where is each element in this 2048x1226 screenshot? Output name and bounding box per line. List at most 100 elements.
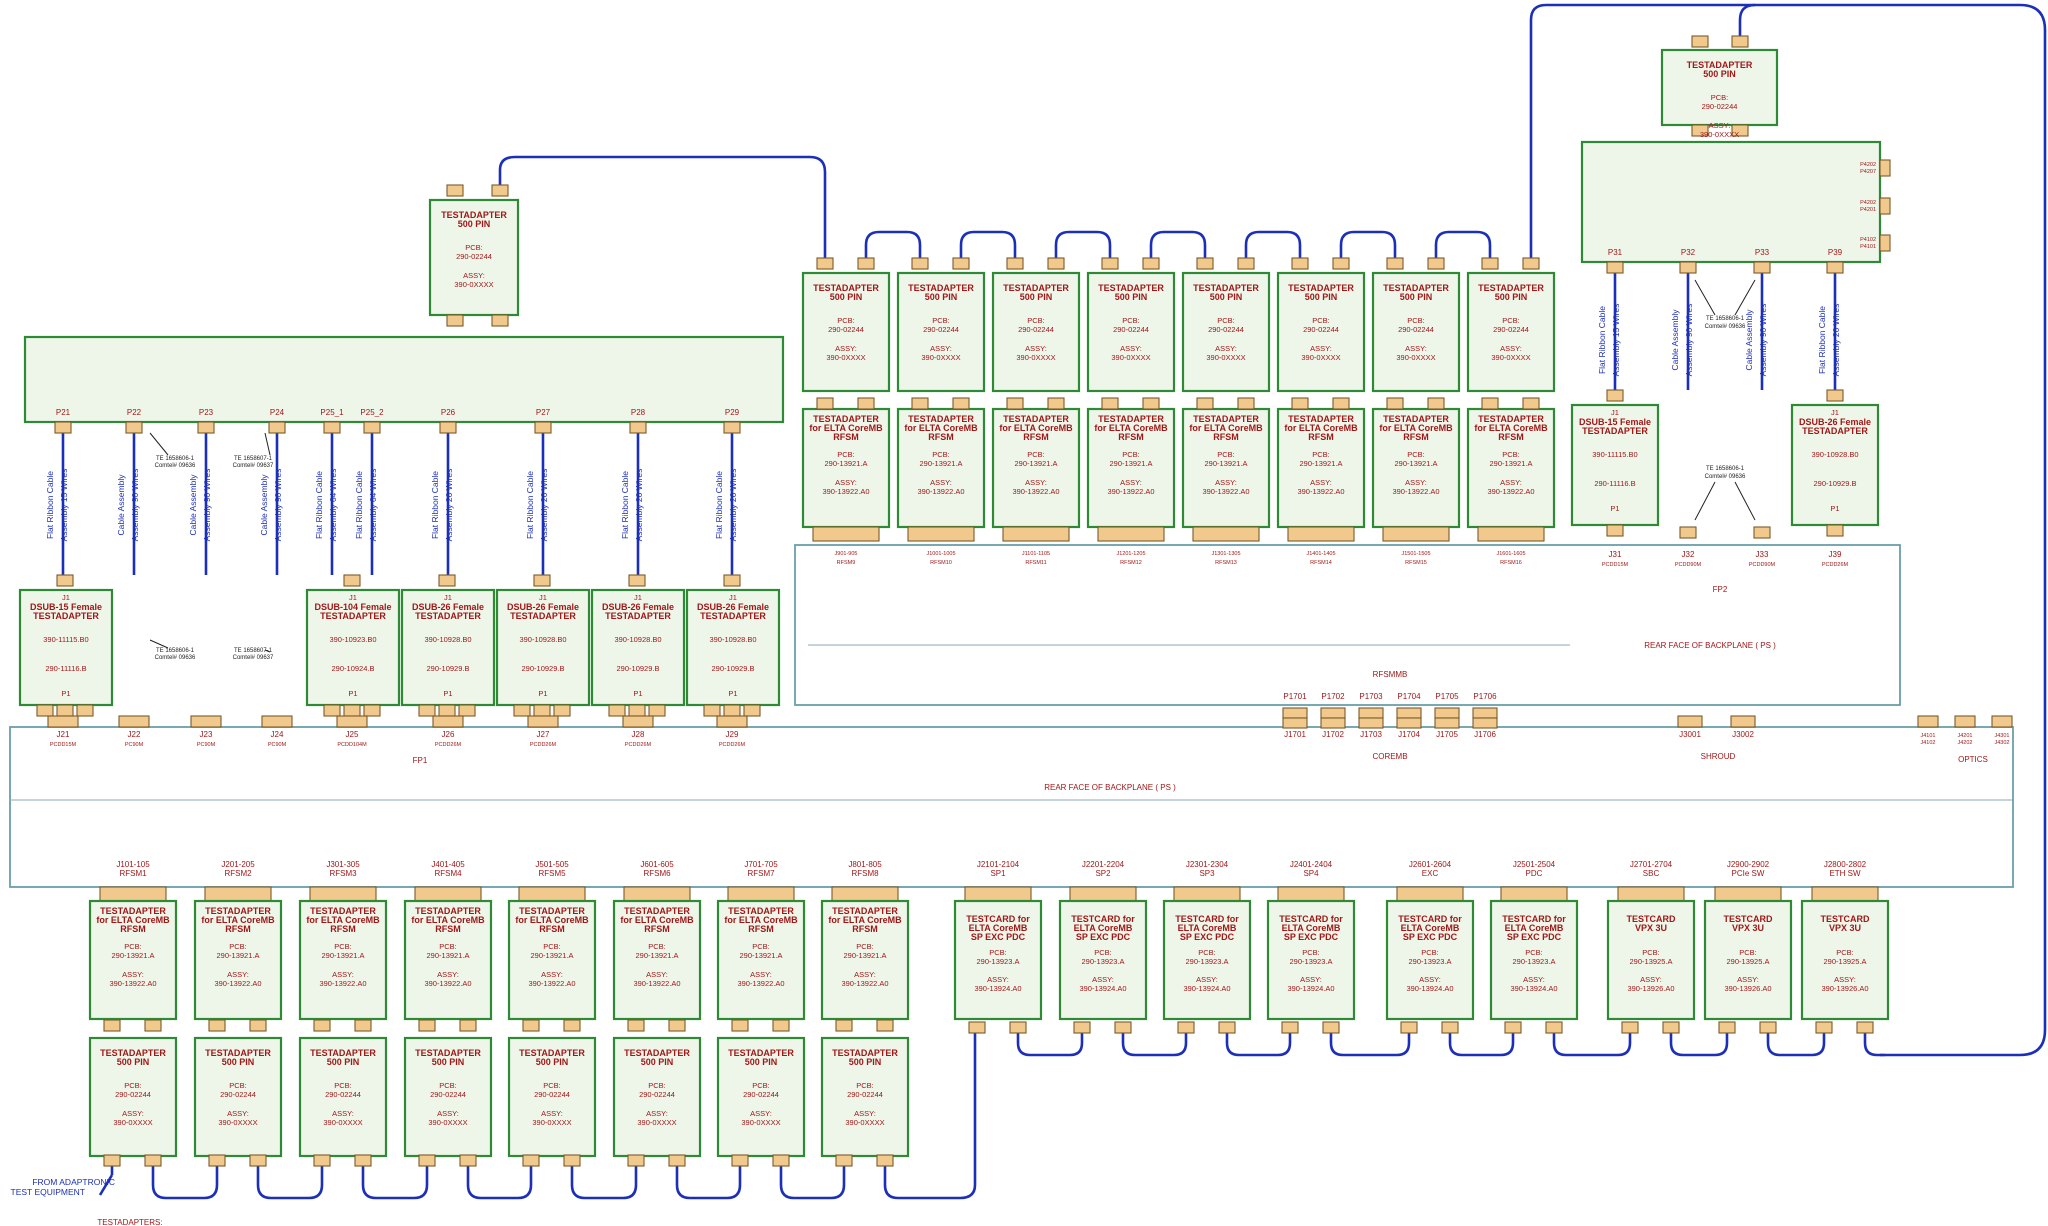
label: 290-02244 bbox=[923, 325, 959, 334]
cable-fp1-to-upper bbox=[498, 155, 827, 258]
label: 500 PIN bbox=[1400, 292, 1433, 302]
shroud-port-label: J3001 bbox=[1679, 730, 1701, 739]
label: RFSM bbox=[225, 924, 251, 934]
label: ASSY: bbox=[1709, 121, 1731, 130]
connector bbox=[968, 1021, 986, 1034]
label: DSUB-26 Female bbox=[697, 602, 769, 612]
label: PCB: bbox=[1122, 316, 1140, 325]
connector bbox=[513, 704, 531, 717]
coremb-port-label: J1701 bbox=[1284, 730, 1306, 739]
connector bbox=[772, 1019, 790, 1032]
connector bbox=[1481, 397, 1499, 410]
connector bbox=[1441, 1021, 1459, 1034]
label: TESTADAPTER bbox=[605, 611, 671, 621]
label: ASSY: bbox=[987, 975, 1009, 984]
testcard-label: J2201-2204 bbox=[1082, 860, 1125, 869]
fp1-cable-label: Flat Ribbon Cable bbox=[45, 471, 55, 539]
connector bbox=[313, 1019, 331, 1032]
testcard-top-connector bbox=[1396, 886, 1464, 902]
rear-face-label-lower: REAR FACE OF BACKPLANE ( PS ) bbox=[1044, 783, 1176, 792]
connector bbox=[313, 1154, 331, 1167]
lower-adapter-500pin bbox=[820, 1036, 910, 1158]
label: 390-10928.B0 bbox=[424, 635, 471, 644]
label: for ELTA CoreMB bbox=[1284, 423, 1358, 433]
upper-rfsm-bottom-connector bbox=[1002, 526, 1070, 542]
label: P1 bbox=[538, 689, 547, 698]
label: 390-11115.B0 bbox=[43, 635, 88, 644]
label: 390-13926.A0 bbox=[1724, 984, 1771, 993]
label: RFSM bbox=[1023, 432, 1049, 442]
connector bbox=[491, 314, 509, 327]
label: J1 bbox=[634, 593, 642, 602]
label: TESTADAPTER bbox=[1288, 414, 1354, 424]
label: 390-13924.A0 bbox=[1079, 984, 1126, 993]
testadapters-label: TESTADAPTERS: bbox=[97, 1218, 162, 1226]
connector bbox=[731, 1154, 749, 1167]
label: ASSY: bbox=[1500, 344, 1522, 353]
fp1-cable-label: Flat Ribbon Cable bbox=[314, 471, 324, 539]
testcard-top-connector bbox=[1617, 886, 1685, 902]
label: 390-0XXXX bbox=[1396, 353, 1435, 362]
label: 500 PIN bbox=[641, 1057, 674, 1067]
lower-rfsm-label: J601-605 bbox=[640, 860, 674, 869]
fp1-top-port bbox=[534, 421, 552, 434]
connector bbox=[103, 1154, 121, 1167]
testcard-box bbox=[1266, 899, 1356, 1021]
fp2-side-port-label: P4102 bbox=[1860, 237, 1876, 243]
label: TESTADAPTER bbox=[519, 906, 585, 916]
label: 290-10924.B bbox=[332, 664, 375, 673]
connector bbox=[1386, 257, 1404, 270]
fp2-bottom-port-label: J33 bbox=[1756, 550, 1769, 559]
connector bbox=[103, 1019, 121, 1032]
connector bbox=[1691, 35, 1709, 48]
label: ELTA CoreMB bbox=[1282, 923, 1341, 933]
label: 290-13921.A bbox=[322, 951, 365, 960]
label: J1 bbox=[62, 593, 70, 602]
label: 290-13921.A bbox=[531, 951, 574, 960]
lower-rfsm-label: RFSM8 bbox=[851, 869, 879, 878]
label: TESTCARD bbox=[1724, 914, 1773, 924]
label: PCB: bbox=[1217, 450, 1235, 459]
label: ASSY: bbox=[1300, 975, 1322, 984]
upper-rfsm-bottom-connector bbox=[1382, 526, 1450, 542]
label: 390-0XXXX bbox=[1016, 353, 1055, 362]
fp1-cable-label: Assembly 90 Wires bbox=[202, 469, 212, 542]
fp1-top-port bbox=[723, 421, 741, 434]
fp2-bottom-port-sub: PCDD90M bbox=[1749, 562, 1776, 568]
fp1-cable-label: Assembly 64 Wires bbox=[368, 469, 378, 542]
label: DSUB-26 Female bbox=[602, 602, 674, 612]
fp1-top-port-label: P27 bbox=[536, 408, 551, 417]
label: RFSM bbox=[1213, 432, 1239, 442]
testcard-label: EXC bbox=[1422, 869, 1439, 878]
connector bbox=[911, 257, 929, 270]
label: ELTA CoreMB bbox=[1074, 923, 1133, 933]
label: TESTADAPTER bbox=[1098, 414, 1164, 424]
label: ASSY: bbox=[463, 271, 485, 280]
lower-rfsm-label: J801-805 bbox=[848, 860, 882, 869]
upper-rfsm-box bbox=[801, 407, 891, 529]
label: ASSY: bbox=[750, 970, 772, 979]
label: RFSM bbox=[852, 924, 878, 934]
label: for ELTA CoreMB bbox=[1474, 423, 1548, 433]
connector bbox=[731, 1019, 749, 1032]
fp1-bottom-port bbox=[432, 715, 464, 728]
fp2-side-port-label: P4202 bbox=[1860, 162, 1876, 168]
upper-adapter-500pin bbox=[801, 271, 891, 393]
lower-rfsm-label: J301-305 bbox=[326, 860, 360, 869]
fp2-cable-label: Assembly 15 Wires bbox=[1611, 304, 1621, 377]
fp1-top-port bbox=[268, 421, 286, 434]
fp2-cable-label: Flat Ribbon Cable bbox=[1597, 306, 1607, 374]
connector bbox=[56, 704, 74, 717]
connector bbox=[1718, 1021, 1736, 1034]
label: 290-13921.A bbox=[920, 459, 963, 468]
fp2-side-port bbox=[1879, 234, 1891, 252]
fp1-cable-label: Cable Assembly bbox=[259, 474, 269, 536]
testcard-label: J2701-2704 bbox=[1630, 860, 1673, 869]
coremb-port bbox=[1434, 717, 1460, 729]
connector bbox=[1142, 397, 1160, 410]
fp2-bottom-port-sub: PCDD26M bbox=[1822, 562, 1849, 568]
label: TESTCARD for bbox=[966, 914, 1030, 924]
upper-rfsm-label: J901-905 bbox=[835, 551, 858, 557]
label: TESTADAPTER bbox=[33, 611, 99, 621]
fp1-bottom-port-label: J26 bbox=[442, 730, 455, 739]
